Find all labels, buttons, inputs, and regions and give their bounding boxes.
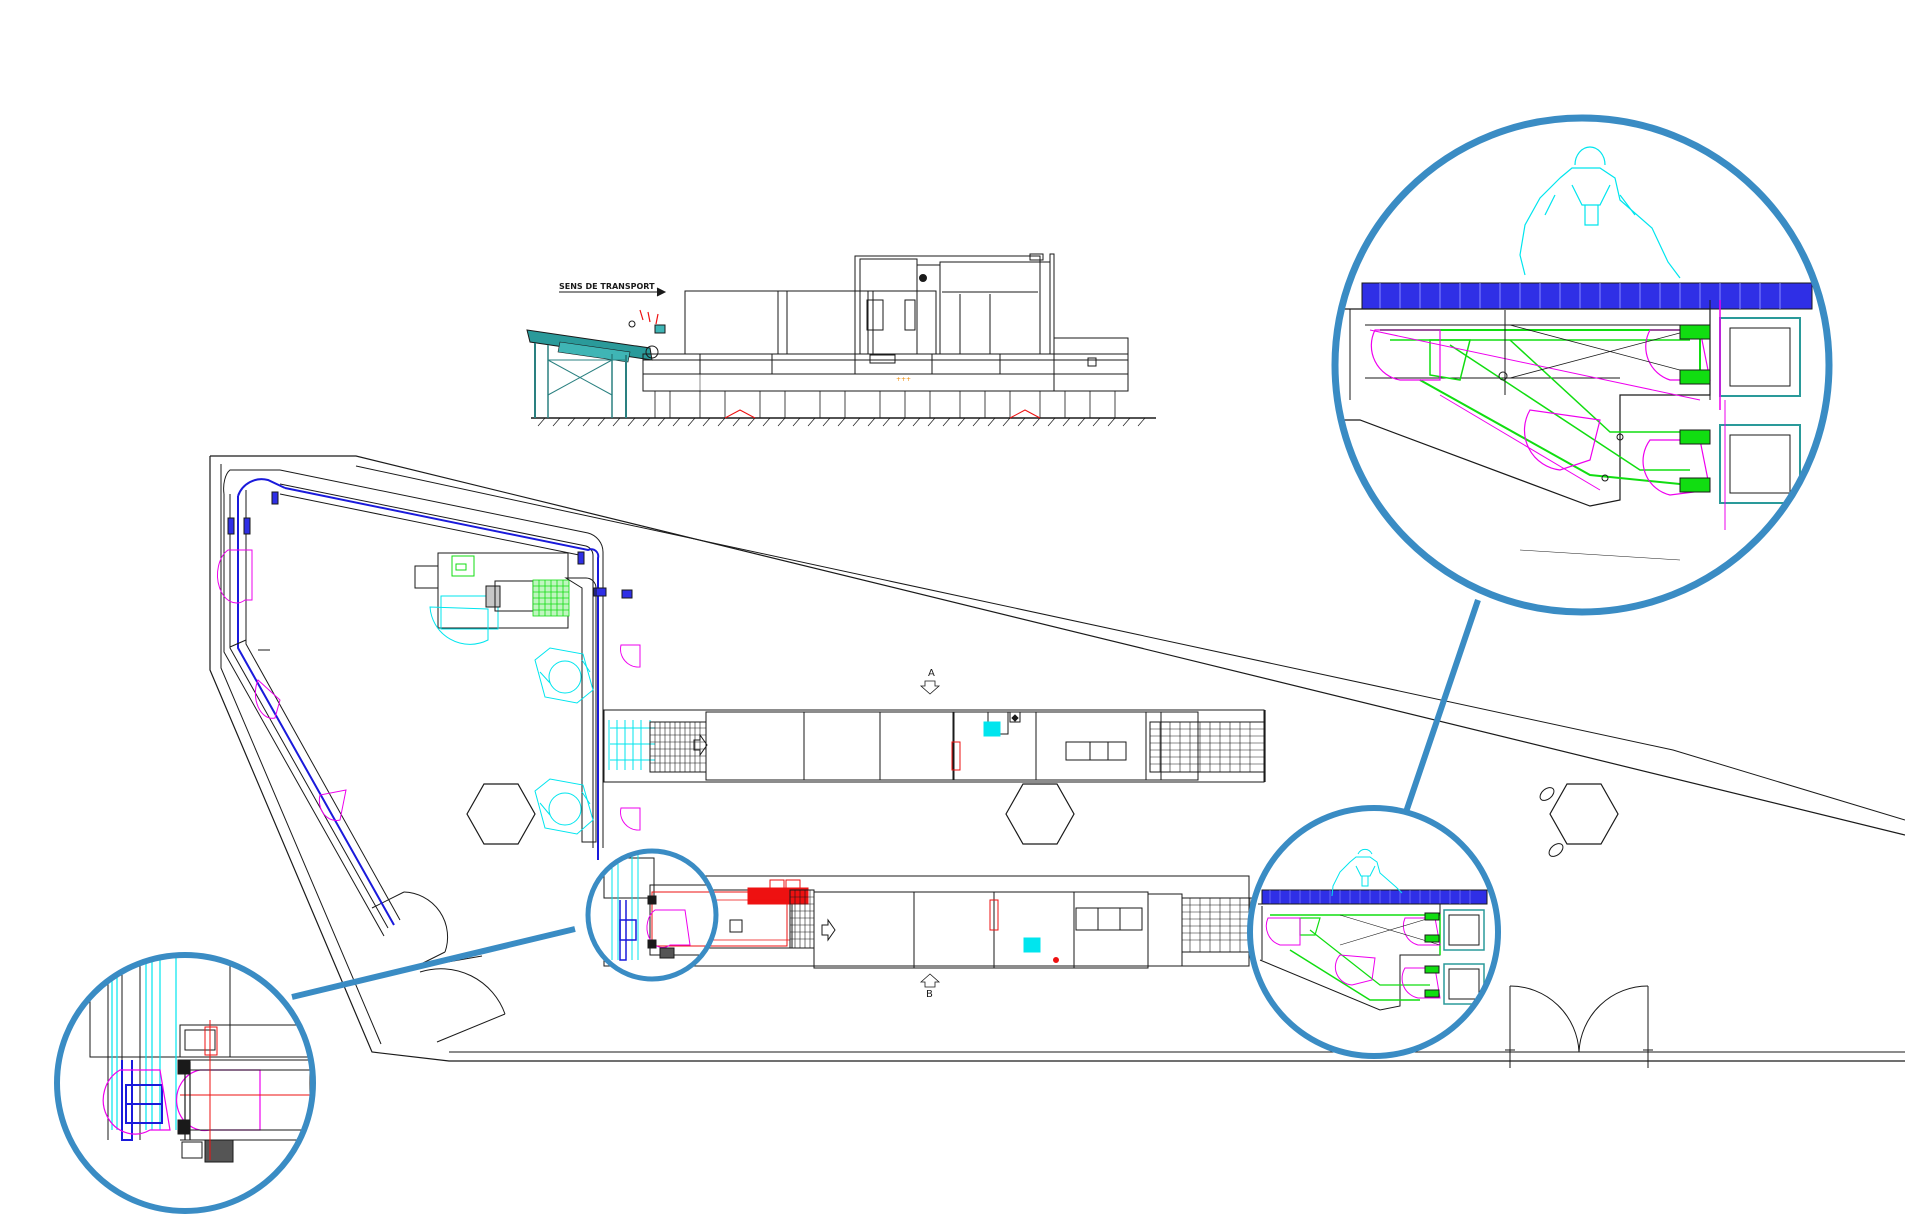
building-wall-top (210, 455, 1905, 836)
callout-ring (54, 952, 316, 1214)
washer-tunnel-body: +++ (642, 253, 1129, 419)
transport-direction-label: SENS DE TRANSPORT (559, 282, 655, 291)
floor-hatch (537, 417, 1146, 427)
transport-direction-arrow (559, 287, 667, 297)
flow-arrow (821, 918, 836, 942)
building-wall-top-inner (355, 465, 1905, 821)
door-right (1505, 985, 1653, 1068)
callout-ring (585, 848, 719, 982)
column-hexagon (1549, 783, 1619, 845)
door-left (371, 891, 506, 1043)
building-wall-outer (209, 456, 1905, 1062)
svg-text:+++: +++ (896, 376, 911, 383)
operator-figure (534, 647, 594, 835)
washer-line-b: B (603, 875, 1263, 1000)
operator-figure-detail (1519, 146, 1681, 279)
operator-station (414, 552, 597, 843)
section-marker-b: B (926, 989, 933, 1000)
column-hexagon (1005, 783, 1075, 845)
column-hexagon (466, 783, 536, 845)
section-marker-a-arrow (919, 680, 941, 695)
pipe-fitting (1539, 787, 1564, 857)
callout-ring (1331, 114, 1833, 616)
building-wall-inner (220, 464, 382, 1045)
callout-connectors (291, 599, 1481, 1000)
callout-transfer-marker (585, 848, 719, 982)
callout-transfer-detail-small (54, 952, 316, 1214)
return-conveyor-loop (216, 469, 655, 937)
callout-unload-detail-medium (1247, 805, 1501, 1059)
inclined-feed-conveyor (526, 309, 666, 418)
callout-ring (1247, 805, 1501, 1059)
elevation-view: SENS DE TRANSPORT (526, 253, 1156, 427)
tray-grid (532, 579, 570, 617)
section-marker-a: A (928, 668, 935, 679)
callout-unload-detail-large (1331, 114, 1833, 616)
section-marker-b-arrow (919, 973, 941, 988)
washer-line-a: A (603, 668, 1266, 783)
flow-arrow (693, 733, 708, 757)
